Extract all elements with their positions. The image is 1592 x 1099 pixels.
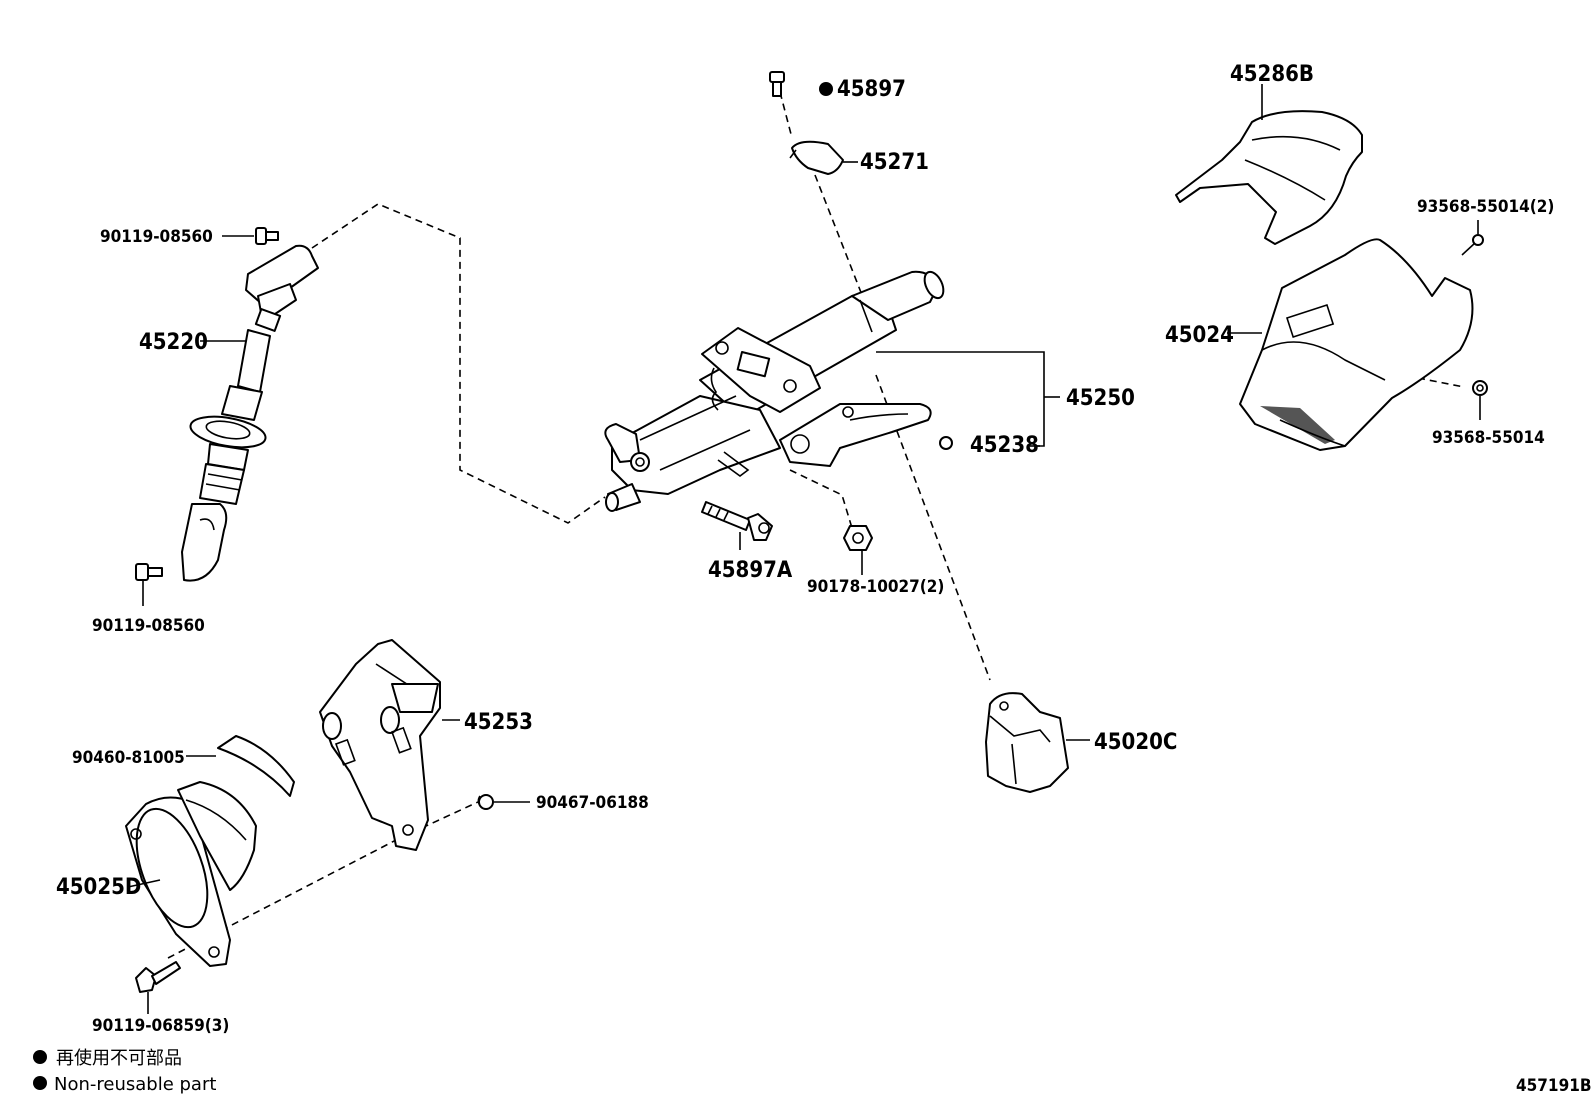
legend: 再使用不可部品 Non-reusable part (33, 1048, 216, 1095)
label-45253: 45253 (464, 710, 533, 735)
non-reusable-marker-icon (819, 82, 833, 96)
part-45238-nut[interactable]: 45238 (939, 433, 1040, 458)
part-45897-bolt[interactable]: 45897 (769, 71, 906, 102)
label-45271: 45271 (860, 150, 929, 175)
screw-93568-55014-2[interactable]: 93568-55014(2) (1417, 197, 1554, 256)
screw-90119-08560-bottom[interactable]: 90119-08560 (92, 563, 205, 636)
part-90178-10027-2-nut[interactable]: 90178-10027(2) (807, 525, 944, 597)
part-90460-81005-band[interactable]: 90460-81005 (72, 735, 295, 797)
part-45220-intermediate-shaft[interactable]: 45220 (139, 244, 319, 582)
label-90467-06188: 90467-06188 (536, 793, 649, 813)
legend-english: Non-reusable part (54, 1074, 216, 1095)
label-45897A: 45897A (708, 558, 793, 583)
part-45025D-hole-cover[interactable]: 45025D (56, 781, 257, 967)
diagram-code: 457191B (1516, 1076, 1592, 1096)
screw-90119-08560-top[interactable]: 90119-08560 (100, 227, 279, 247)
label-90178-10027-2: 90178-10027(2) (807, 577, 944, 597)
label-90119-08560-top: 90119-08560 (100, 227, 213, 247)
label-45238: 45238 (970, 433, 1039, 458)
part-45253-bracket[interactable]: 45253 (319, 639, 533, 851)
non-reusable-bullet-icon (33, 1050, 47, 1064)
part-45286B-upper-cover[interactable]: 45286B (1175, 62, 1363, 245)
label-45250: 45250 (1066, 386, 1135, 411)
label-45220: 45220 (139, 330, 208, 355)
label-45286B: 45286B (1230, 62, 1314, 87)
label-93568-55014-2: 93568-55014(2) (1417, 197, 1554, 217)
label-45024: 45024 (1165, 323, 1234, 348)
part-45020C-housing[interactable]: 45020C (985, 692, 1177, 793)
part-45250-column-assembly[interactable]: 45250 (604, 269, 1135, 512)
part-90467-06188-clip[interactable]: 90467-06188 (477, 793, 649, 813)
label-90119-06859-3: 90119-06859(3) (92, 1016, 229, 1036)
assembly-dashed-lines (167, 91, 1465, 959)
legend-japanese: 再使用不可部品 (56, 1048, 182, 1069)
part-45897A-bolt[interactable]: 45897A (701, 501, 793, 583)
non-reusable-bullet-icon (33, 1076, 47, 1090)
screw-90119-06859-3[interactable]: 90119-06859(3) (92, 961, 229, 1036)
part-45271-clip[interactable]: 45271 (789, 140, 929, 175)
label-90460-81005: 90460-81005 (72, 748, 185, 768)
part-45024-lower-cover[interactable]: 45024 (1165, 238, 1474, 451)
screw-93568-55014[interactable]: 93568-55014 (1432, 380, 1545, 448)
label-45897: 45897 (837, 77, 906, 102)
label-45020C: 45020C (1094, 730, 1177, 755)
label-45025D: 45025D (56, 875, 141, 900)
label-93568-55014: 93568-55014 (1432, 428, 1545, 448)
label-90119-08560-bottom: 90119-08560 (92, 616, 205, 636)
